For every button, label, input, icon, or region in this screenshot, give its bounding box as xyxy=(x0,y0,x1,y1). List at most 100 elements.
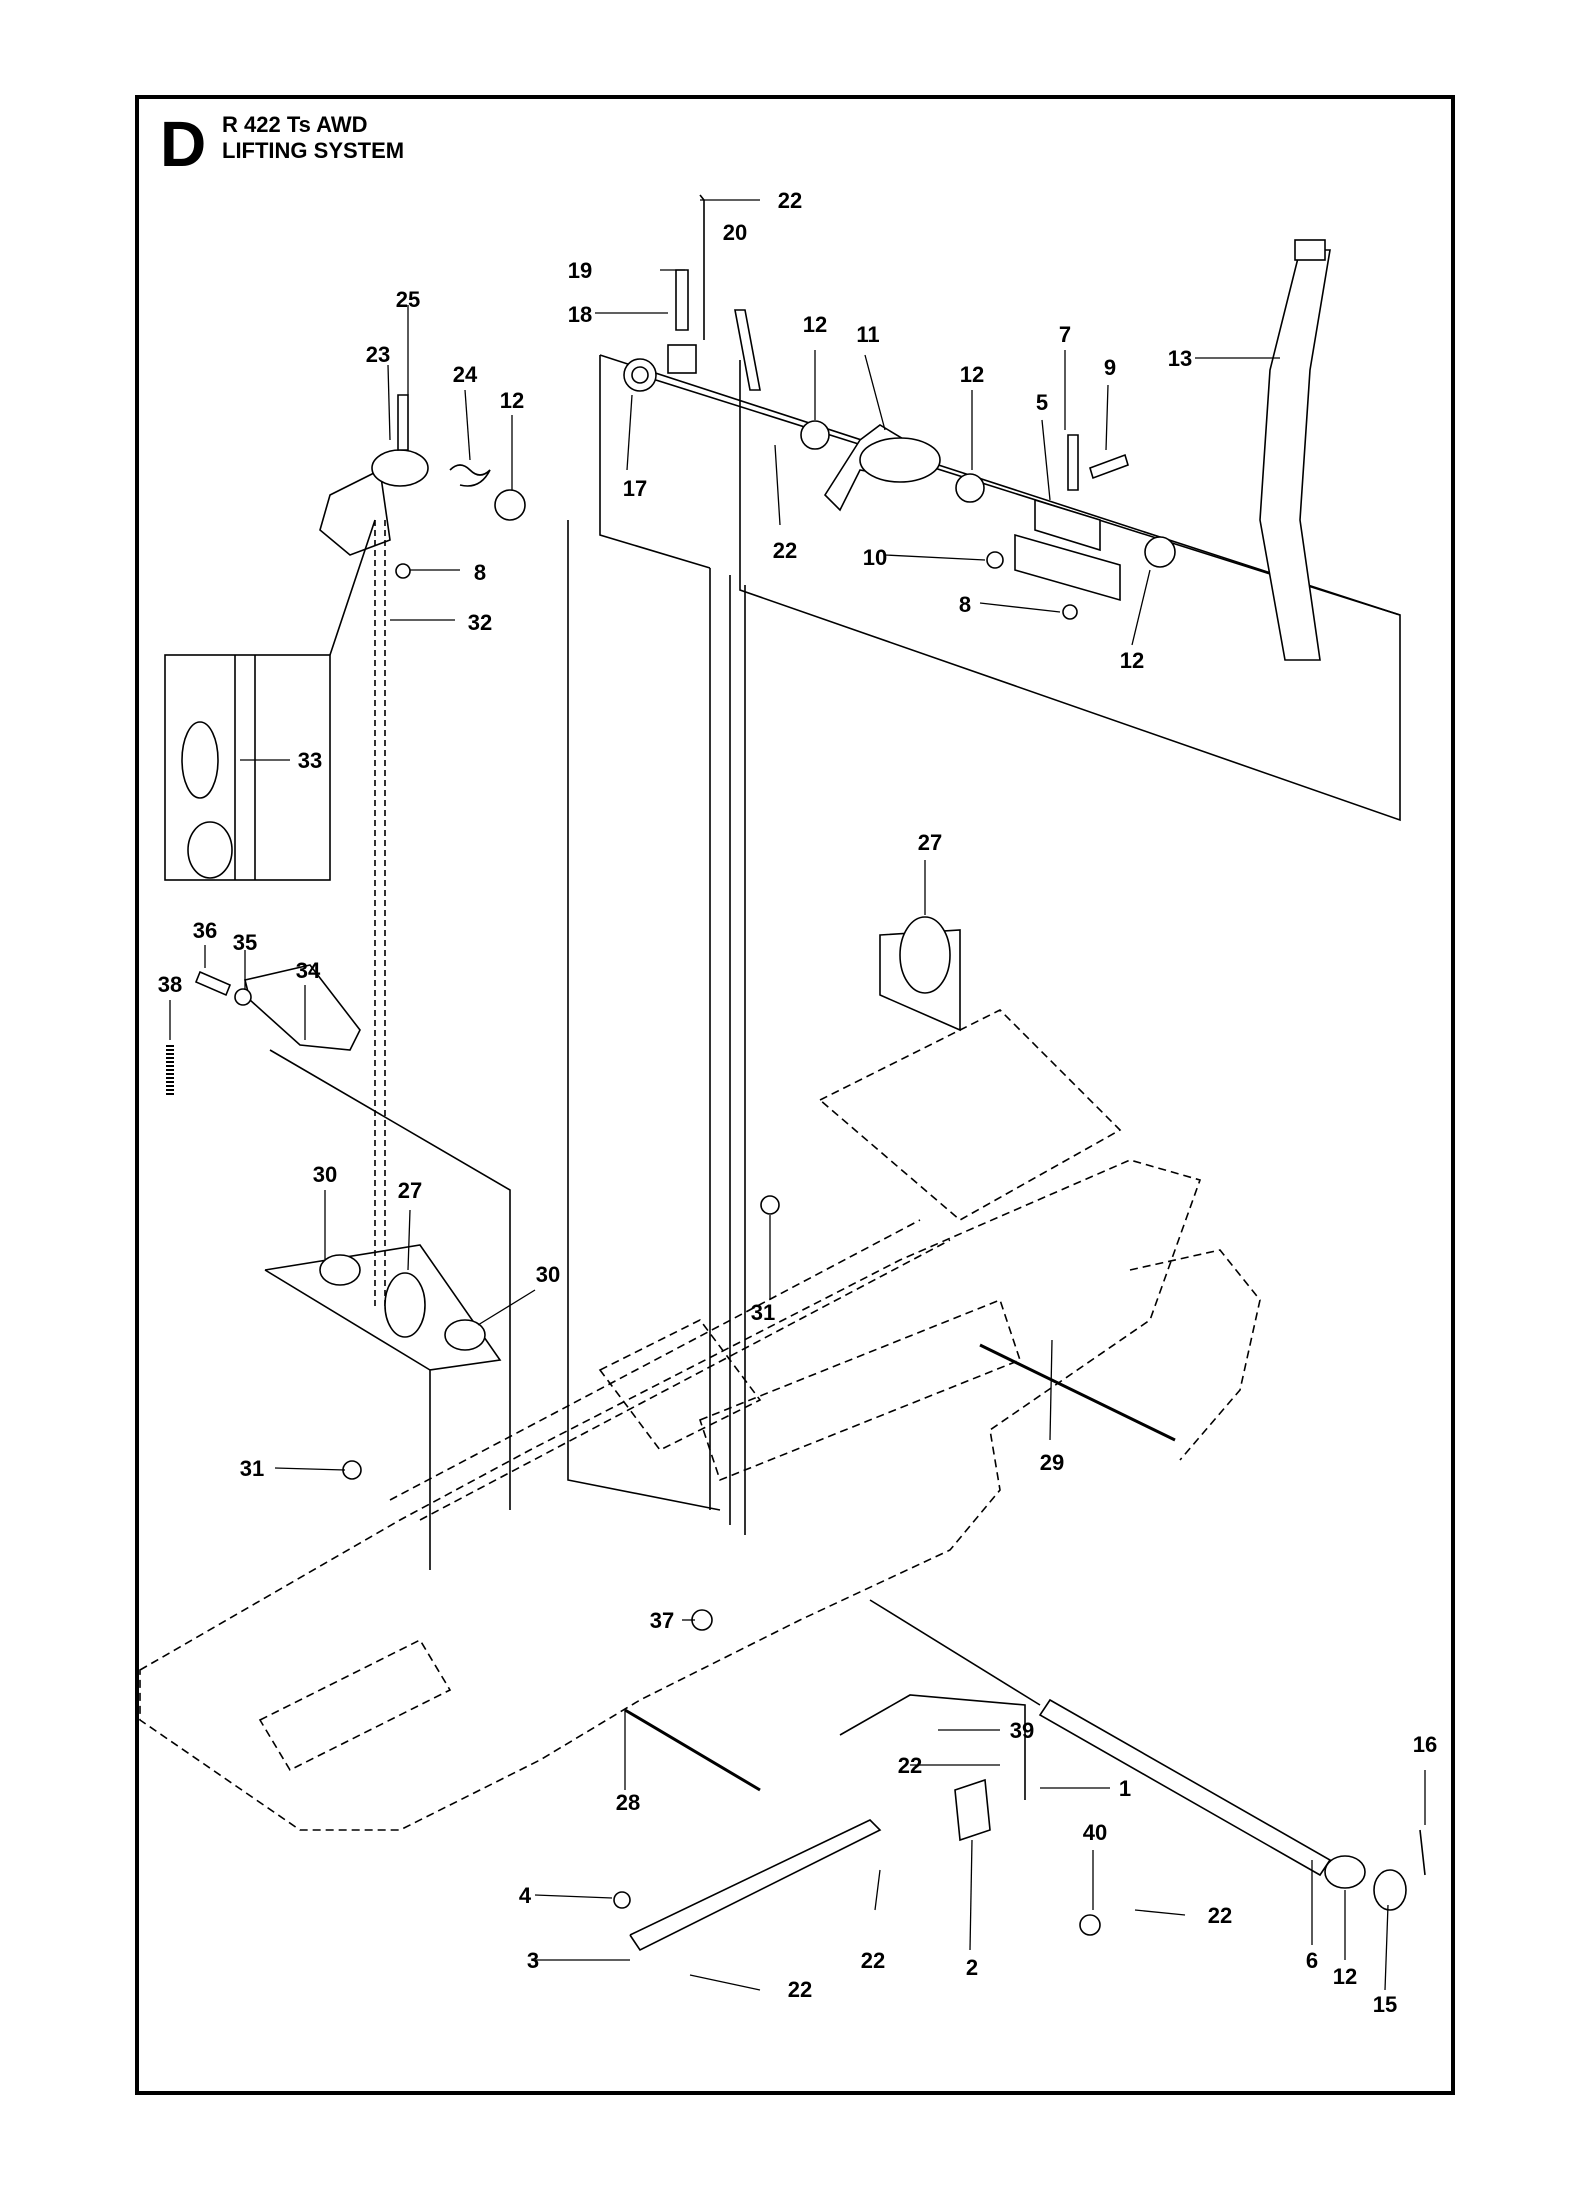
callout-22: 22 xyxy=(861,1948,885,1973)
callout-1: 1 xyxy=(1119,1776,1131,1801)
washer-15 xyxy=(1373,1869,1407,1911)
bolt-9 xyxy=(1089,453,1129,480)
callout-4: 4 xyxy=(519,1883,532,1908)
callout-12: 12 xyxy=(1333,1964,1357,1989)
callout-24: 24 xyxy=(453,362,478,387)
callout-29: 29 xyxy=(1040,1450,1064,1475)
callout-6: 6 xyxy=(1306,1948,1318,1973)
callout-12: 12 xyxy=(500,388,524,413)
bushing-12b xyxy=(955,473,985,503)
callout-30: 30 xyxy=(536,1262,560,1287)
chassis-frame xyxy=(139,1159,1202,1831)
diagram-title: LIFTING SYSTEM xyxy=(222,138,405,163)
callout-7: 7 xyxy=(1059,322,1071,347)
bushing-12d xyxy=(1144,536,1176,568)
callout-30: 30 xyxy=(313,1162,337,1187)
roller-30a xyxy=(319,1254,361,1286)
rod-1 xyxy=(869,1599,1041,1706)
cotter-16 xyxy=(1419,1829,1426,1876)
callout-11: 11 xyxy=(856,322,879,347)
rod-3 xyxy=(629,1819,882,1952)
callout-2: 2 xyxy=(966,1955,978,1980)
callout-18: 18 xyxy=(568,302,592,327)
upper-assembly-outline xyxy=(599,354,1401,822)
bushing-12e xyxy=(1324,1855,1366,1889)
callout-22: 22 xyxy=(788,1977,812,2002)
rod-28 xyxy=(624,1708,761,1792)
pivot-tube-5 xyxy=(1034,498,1101,552)
callout-12: 12 xyxy=(803,312,827,337)
section-letter: D xyxy=(160,108,207,180)
callout-35: 35 xyxy=(233,930,257,955)
callout-27: 27 xyxy=(918,830,942,855)
bolt-7 xyxy=(1067,434,1079,491)
washer-4 xyxy=(613,1891,631,1909)
pulley-27-left xyxy=(384,1272,426,1338)
pin-23 xyxy=(371,449,429,487)
callout-22: 22 xyxy=(773,538,797,563)
callout-37: 37 xyxy=(650,1608,674,1633)
bolt-25 xyxy=(397,394,409,451)
callout-12: 12 xyxy=(1120,648,1144,673)
bolt-36 xyxy=(194,970,232,997)
callout-22: 22 xyxy=(778,188,802,213)
callout-40: 40 xyxy=(1083,1820,1107,1845)
diagram-frame xyxy=(135,95,1455,2095)
cotter-22a xyxy=(699,194,705,340)
lift-handle xyxy=(1259,249,1331,661)
callout-31: 31 xyxy=(240,1456,264,1481)
callout-32: 32 xyxy=(468,610,492,635)
cam-plate-23 xyxy=(319,468,391,556)
callout-23: 23 xyxy=(366,342,390,367)
roller-30b xyxy=(444,1319,486,1351)
nut-10 xyxy=(986,551,1004,569)
bushing-12-left xyxy=(494,489,526,521)
callout-12: 12 xyxy=(960,362,984,387)
bushing-12a xyxy=(800,420,830,450)
roller-shelf xyxy=(264,1244,502,1570)
plate-2 xyxy=(954,1778,991,1842)
callout-38: 38 xyxy=(158,972,182,997)
bushing-17 xyxy=(623,358,657,392)
clip-31b xyxy=(342,1460,362,1480)
nut-8a xyxy=(395,563,411,579)
callout-36: 36 xyxy=(193,918,217,943)
callout-31: 31 xyxy=(751,1300,775,1325)
callout-13: 13 xyxy=(1168,346,1192,371)
pulley-27-right xyxy=(899,916,951,994)
pin-20 xyxy=(734,309,761,391)
washer-35 xyxy=(234,988,252,1006)
callout-34: 34 xyxy=(296,958,321,983)
callout-19: 19 xyxy=(568,258,592,283)
callout-27: 27 xyxy=(398,1178,422,1203)
callout-22: 22 xyxy=(898,1753,922,1778)
diagram-title-block: R 422 Ts AWD LIFTING SYSTEM xyxy=(222,112,404,164)
shaft-guide-lines xyxy=(709,568,746,1535)
rod-29 xyxy=(979,1343,1176,1442)
callout-16: 16 xyxy=(1413,1732,1437,1757)
shaft-6 xyxy=(1038,1698,1332,1877)
nut-8b xyxy=(1062,604,1078,620)
bracket-18-19 xyxy=(667,344,697,374)
bracket-plate xyxy=(1014,533,1121,602)
callout-39: 39 xyxy=(1010,1718,1034,1743)
detail-box-33 xyxy=(164,654,331,881)
callout-3: 3 xyxy=(527,1948,539,1973)
callout-22: 22 xyxy=(1208,1903,1232,1928)
callout-8: 8 xyxy=(474,560,486,585)
callout-33: 33 xyxy=(298,748,322,773)
callout-10: 10 xyxy=(863,545,887,570)
bolt-19 xyxy=(675,269,689,331)
callout-28: 28 xyxy=(616,1790,640,1815)
callout-20: 20 xyxy=(723,220,747,245)
rod-39 xyxy=(839,1694,1026,1800)
callout-15: 15 xyxy=(1373,1992,1397,2017)
clip-40 xyxy=(1079,1914,1101,1936)
callout-9: 9 xyxy=(1104,355,1116,380)
clip-31a xyxy=(760,1195,780,1215)
callout-8: 8 xyxy=(959,592,971,617)
callout-25: 25 xyxy=(396,287,420,312)
spring-24 xyxy=(449,464,491,487)
